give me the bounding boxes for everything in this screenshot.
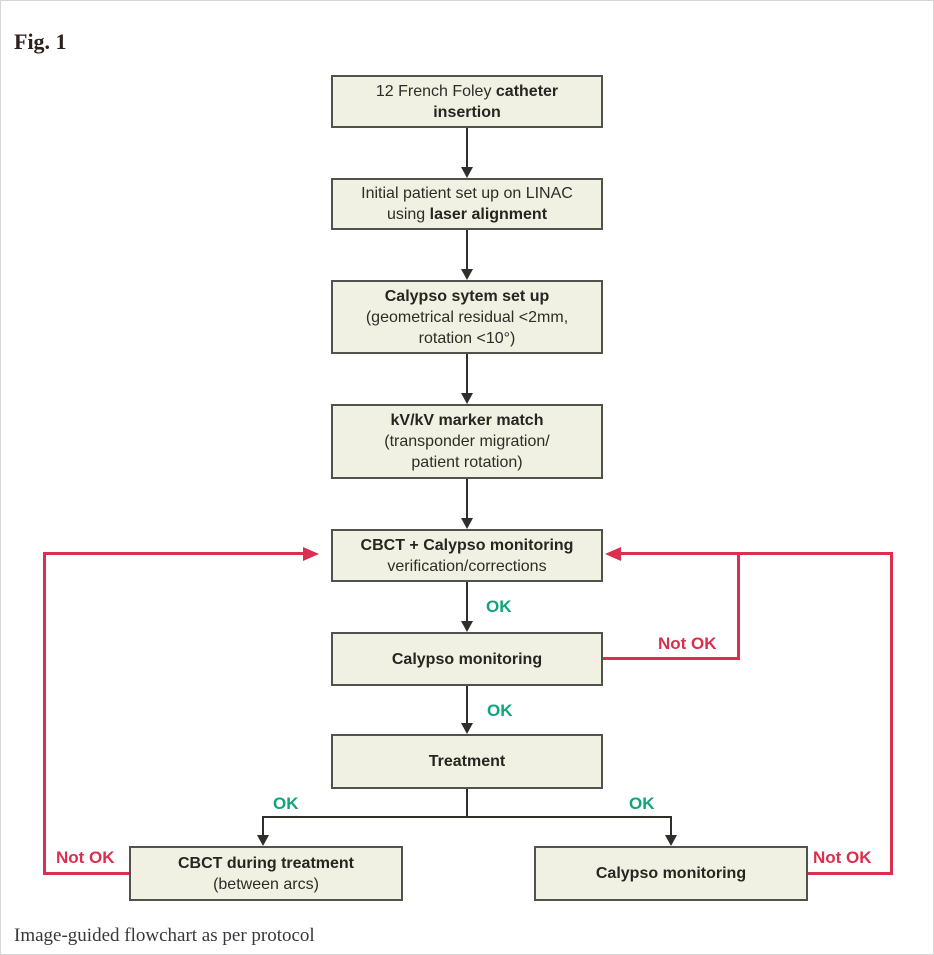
node-treatment: Treatment — [331, 734, 603, 789]
label-notok-monitoring: Not OK — [658, 634, 717, 653]
node-line: rotation <10°) — [339, 328, 595, 349]
node-calypso-setup: Calypso sytem set up (geometrical residu… — [331, 280, 603, 354]
label-notok-bottom-left: Not OK — [56, 848, 115, 867]
node-text-bold: laser alignment — [429, 206, 548, 223]
node-line: verification/corrections — [339, 556, 595, 577]
arrowhead-down-icon — [461, 518, 473, 529]
arrowhead-down-icon — [665, 835, 677, 846]
label-notok-bottom-right: Not OK — [813, 848, 872, 867]
node-line: CBCT + Calypso monitoring — [339, 535, 595, 556]
node-text-bold: Calypso monitoring — [595, 865, 747, 882]
edge-treatment-stem — [466, 789, 468, 818]
arrowhead-down-icon — [461, 167, 473, 178]
node-text-bold: Treatment — [428, 753, 506, 770]
edge-calypso-setup-to-kv — [466, 354, 468, 393]
node-text-bold: CBCT during treatment — [178, 854, 354, 872]
edge-notok-left-bottom — [43, 872, 129, 875]
edge-branch-right-drop — [670, 816, 672, 835]
node-line: Calypso sytem set up — [339, 286, 595, 307]
node-text-bold: insertion — [433, 103, 501, 121]
edge-notok-mid-vertical — [737, 552, 740, 660]
node-line: Initial patient set up on LINAC — [339, 183, 595, 204]
edge-branch-left-drop — [262, 816, 264, 835]
node-cbct-calypso-monitoring: CBCT + Calypso monitoring verification/c… — [331, 529, 603, 582]
node-text: patient rotation) — [411, 454, 523, 471]
edge-initial-to-calypso-setup — [466, 230, 468, 269]
node-line: kV/kV marker match — [339, 410, 595, 431]
edge-notok-left-top — [43, 552, 303, 555]
node-text: rotation <10°) — [418, 329, 516, 347]
figure-caption: Image-guided flowchart as per protocol — [14, 925, 315, 946]
label-ok-branch-right: OK — [629, 794, 655, 813]
node-text: 12 French Foley — [375, 82, 496, 100]
node-text: Initial patient set up on LINAC — [361, 185, 573, 202]
node-line: Calypso monitoring — [339, 649, 595, 670]
node-line: (geometrical residual <2mm, — [339, 307, 595, 328]
node-line: (transponder migration/ — [339, 431, 595, 452]
label-ok-monitoring-to-treatment: OK — [487, 701, 513, 720]
arrowhead-down-icon — [461, 393, 473, 404]
node-text-bold: CBCT + Calypso monitoring — [360, 536, 574, 554]
label-ok-branch-left: OK — [273, 794, 299, 813]
node-initial-setup: Initial patient set up on LINAC using la… — [331, 178, 603, 230]
node-text-bold: catheter — [495, 82, 559, 100]
node-text: (transponder migration/ — [384, 433, 550, 450]
node-line: CBCT during treatment — [137, 853, 395, 874]
arrowhead-down-icon — [461, 621, 473, 632]
node-line: (between arcs) — [137, 874, 395, 895]
arrowhead-down-icon — [257, 835, 269, 846]
edge-treatment-branch — [262, 816, 672, 818]
edge-catheter-to-initial — [466, 128, 468, 167]
node-line: using laser alignment — [339, 204, 595, 225]
edge-cbct-to-monitoring — [466, 582, 468, 621]
label-ok-cbct-to-monitoring: OK — [486, 597, 512, 616]
node-cbct-during-treatment: CBCT during treatment (between arcs) — [129, 846, 403, 901]
node-text: verification/corrections — [387, 557, 547, 575]
node-calypso-monitoring: Calypso monitoring — [331, 632, 603, 686]
edge-notok-right-bottom — [808, 872, 893, 875]
arrowhead-down-icon — [461, 723, 473, 734]
edge-notok-mid-horizontal — [603, 657, 740, 660]
arrowhead-down-icon — [461, 269, 473, 280]
node-text-bold: Calypso monitoring — [391, 650, 543, 668]
figure-label: Fig. 1 — [14, 29, 67, 54]
node-line: patient rotation) — [339, 452, 595, 473]
edge-notok-right-top — [621, 552, 893, 555]
node-text-bold: Calypso sytem set up — [384, 287, 550, 305]
node-catheter-insertion: 12 French Foley catheter insertion — [331, 75, 603, 128]
node-text: using — [386, 206, 430, 223]
edge-monitoring-to-treatment — [466, 686, 468, 723]
red-arrowhead-right-icon — [303, 547, 319, 561]
edge-kv-to-cbct — [466, 479, 468, 518]
node-line: Treatment — [339, 751, 595, 772]
node-line: insertion — [339, 102, 595, 123]
edge-notok-left-vertical — [43, 552, 46, 874]
node-text: (geometrical residual <2mm, — [365, 308, 569, 326]
node-calypso-monitoring-final: Calypso monitoring — [534, 846, 808, 901]
edge-notok-right-vertical — [890, 552, 893, 874]
node-text-bold: kV/kV marker match — [390, 412, 544, 429]
node-text: (between arcs) — [213, 875, 319, 893]
node-kv-marker-match: kV/kV marker match (transponder migratio… — [331, 404, 603, 479]
red-arrowhead-left-icon — [605, 547, 621, 561]
node-line: Calypso monitoring — [542, 863, 800, 884]
node-line: 12 French Foley catheter — [339, 81, 595, 102]
